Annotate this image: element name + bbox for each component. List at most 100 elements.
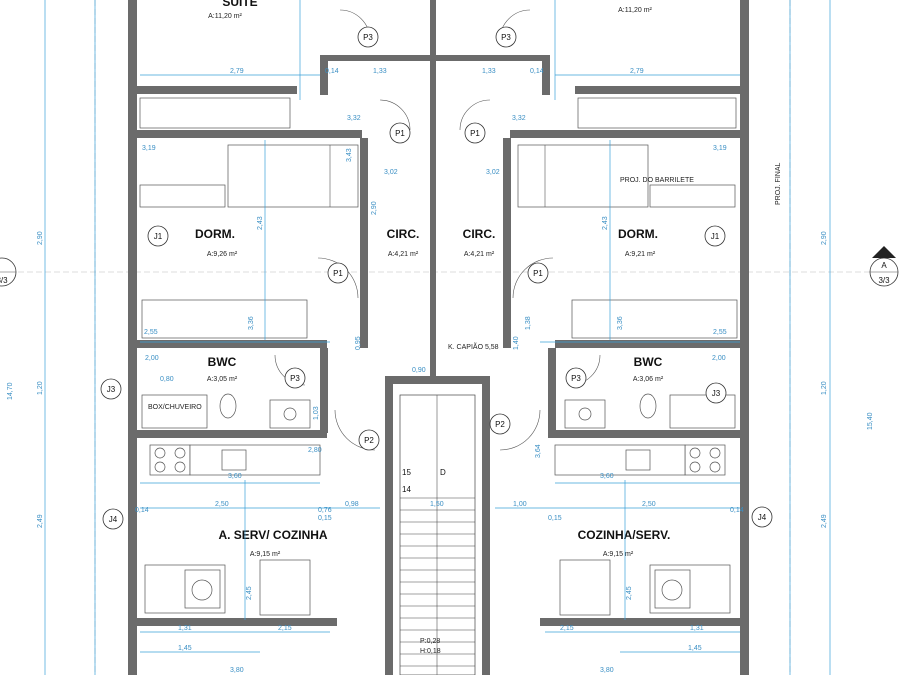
wall-bwc-left-right (320, 348, 328, 433)
room-area-suite-left: A:11,20 m² (208, 13, 242, 20)
svg-text:P1: P1 (533, 269, 543, 278)
outer-wall-right (740, 0, 749, 675)
room-label-kitchen-right: COZINHA/SERV. (578, 528, 671, 542)
tag-p1-top-right[interactable]: P1 (464, 122, 486, 144)
dim-332-right: 3,32 (512, 115, 526, 122)
nightstand-left (139, 184, 226, 208)
stair-step-14: 14 (402, 485, 411, 494)
dim-250-left: 2,50 (215, 501, 229, 508)
room-area-circ-right: A:4,21 m² (464, 251, 495, 258)
stair-step-15: 15 (402, 468, 411, 477)
dim-080: 0,80 (160, 376, 174, 383)
room-label-bwc-right: BWC (634, 355, 663, 369)
dim-014-c: 0,14 (135, 507, 149, 514)
tag-j3-right[interactable]: J3 (705, 382, 727, 404)
dim-245-right: 2,45 (626, 586, 633, 600)
dim-098: 0,98 (345, 501, 359, 508)
svg-text:P1: P1 (395, 129, 405, 138)
dim-336-left: 3,36 (248, 316, 255, 330)
svg-text:J4: J4 (758, 513, 767, 522)
dim-332-left: 3,32 (347, 115, 361, 122)
room-label-circ-left: CIRC. (387, 227, 420, 241)
tag-p3-bwc-right[interactable]: P3 (565, 367, 587, 389)
tag-j3-left[interactable]: J3 (100, 378, 122, 400)
svg-text:P1: P1 (333, 269, 343, 278)
dim-290-right: 2,90 (821, 231, 828, 245)
wall-top-bath-left (320, 55, 328, 95)
wardrobe-dorm-right (571, 299, 738, 339)
svg-text:J3: J3 (107, 385, 116, 394)
wall-dorm-left-bottom (137, 340, 327, 348)
svg-text:P2: P2 (364, 436, 374, 445)
wall-top-bath-right (542, 55, 550, 95)
dim-131-right: 1,31 (690, 625, 704, 632)
dim-364: 3,64 (535, 444, 542, 458)
staircase (399, 394, 476, 675)
dim-336-right: 3,36 (617, 316, 624, 330)
dim-140: 1,40 (513, 336, 520, 350)
tag-p3-top-left[interactable]: P3 (357, 26, 379, 48)
tag-p1-dorm-right[interactable]: P1 (527, 262, 549, 284)
svg-text:P2: P2 (495, 420, 505, 429)
dim-249-left: 2,49 (37, 514, 44, 528)
dim-290-left: 2,90 (37, 231, 44, 245)
shower-right (669, 394, 736, 429)
dim-1470: 14,70 (7, 382, 14, 400)
svg-text:P3: P3 (363, 33, 373, 42)
dim-380-right: 3,80 (600, 667, 614, 674)
svg-text:P3: P3 (501, 33, 511, 42)
svg-text:J1: J1 (711, 232, 720, 241)
room-label-dorm-right: DORM. (618, 227, 658, 241)
tag-p3-top-right[interactable]: P3 (495, 26, 517, 48)
dim-255-left: 2,55 (144, 329, 158, 336)
nightstand-right (649, 184, 736, 208)
dim-302-left: 3,02 (384, 169, 398, 176)
room-area-dorm-right: A:9,21 m² (625, 251, 656, 258)
dim-243-left: 2,43 (257, 216, 264, 230)
svg-text:J1: J1 (154, 232, 163, 241)
dim-133-a: 1,33 (373, 68, 387, 75)
wall-dorm-right-top (510, 130, 740, 138)
counter-right (554, 444, 686, 476)
closet-right (577, 97, 737, 129)
dim-249-right: 2,49 (821, 514, 828, 528)
tag-j1-right[interactable]: J1 (704, 225, 726, 247)
room-area-dorm-left: A:9,26 m² (207, 251, 238, 258)
tag-p3-bwc-left[interactable]: P3 (284, 367, 306, 389)
tag-j4-left[interactable]: J4 (102, 508, 124, 530)
wardrobe-dorm-left (141, 299, 308, 339)
dim-090: 0,90 (412, 367, 426, 374)
wall-circ-right (503, 138, 511, 348)
tag-j1-left[interactable]: J1 (147, 225, 169, 247)
dim-120-left: 1,20 (37, 381, 44, 395)
tag-p1-top-left[interactable]: P1 (389, 122, 411, 144)
dim-014-a: 0,14 (325, 68, 339, 75)
dim-360-left: 3,60 (228, 473, 242, 480)
section-marker-left[interactable]: 3/3 (0, 257, 17, 287)
tag-p1-dorm-left[interactable]: P1 (327, 262, 349, 284)
svg-text:J4: J4 (109, 515, 118, 524)
room-label-circ-right: CIRC. (463, 227, 496, 241)
dim-103: 1,03 (313, 406, 320, 420)
tag-p2-left[interactable]: P2 (358, 429, 380, 451)
dim-131-left: 1,31 (178, 625, 192, 632)
dim-319-left: 3,19 (142, 145, 156, 152)
wall-bwc-right-left (548, 348, 556, 433)
tag-p2-right[interactable]: P2 (489, 413, 511, 435)
toilet-left (219, 393, 237, 419)
dim-319-right: 3,19 (713, 145, 727, 152)
dim-014-d: 0,14 (730, 507, 744, 514)
dim-095: 0,95 (355, 336, 362, 350)
wall-bwc-left-bottom (137, 430, 327, 438)
wall-bwc-right-bottom (548, 430, 740, 438)
dim-343: 3,43 (346, 148, 353, 162)
note-proj-final: PROJ. FINAL (775, 162, 782, 205)
table-left (259, 559, 311, 616)
section-marker-right[interactable]: A 3/3 (869, 246, 899, 287)
tag-j4-right[interactable]: J4 (751, 506, 773, 528)
note-proj-barrilete: PROJ. DO BARRILETE (620, 177, 694, 184)
dim-380-left: 3,80 (230, 667, 244, 674)
note-shower: BOX/CHUVEIRO (148, 404, 202, 411)
dim-255-right: 2,55 (713, 329, 727, 336)
door-swing-entry-right (499, 409, 541, 451)
